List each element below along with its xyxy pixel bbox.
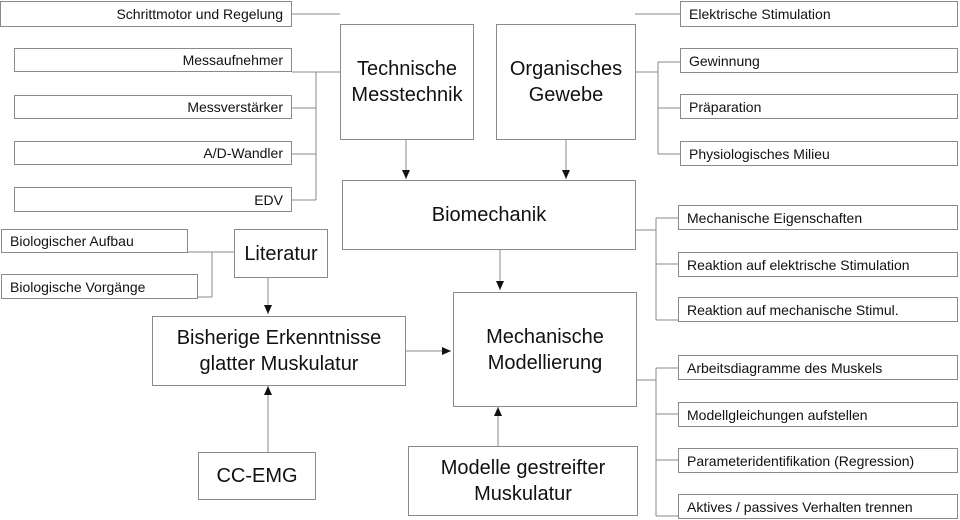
item-schrittmotor: Schrittmotor und Regelung (0, 1, 292, 27)
item-label: Aktives / passives Verhalten trennen (687, 498, 913, 515)
item-praeparation: Präparation (680, 94, 958, 119)
item-physiologisches-milieu: Physiologisches Milieu (680, 141, 958, 166)
node-technische-messtechnik: Technische Messtechnik (340, 24, 474, 140)
node-line: Mechanische (486, 325, 604, 348)
item-label: Messaufnehmer (182, 52, 283, 68)
item-label: Physiologisches Milieu (689, 145, 830, 162)
item-label: Modellgleichungen aufstellen (687, 406, 868, 423)
item-biologischer-aufbau: Biologischer Aufbau (1, 229, 188, 253)
node-line: Biomechanik (431, 204, 547, 226)
item-label: Elektrische Stimulation (689, 6, 831, 22)
item-label: Parameteridentifikation (Regression) (687, 452, 915, 469)
item-label: Reaktion auf mechanische Stimul. (687, 301, 899, 318)
item-label: Gewinnung (689, 52, 760, 69)
item-reaktion-elektrisch: Reaktion auf elektrische Stimulation (678, 252, 958, 277)
node-line: Organisches (509, 58, 623, 80)
item-elektrische-stimulation: Elektrische Stimulation (680, 1, 958, 27)
item-label: Präparation (689, 98, 762, 115)
node-literatur: Literatur (234, 229, 328, 278)
item-messverstaerker: Messverstärker (14, 95, 292, 119)
item-ad-wandler: A/D-Wandler (14, 141, 292, 165)
node-bisherige-erkenntnisse: Bisherige Erkenntnisse glatter Muskulatu… (152, 316, 406, 386)
item-modellgleichungen: Modellgleichungen aufstellen (678, 402, 958, 427)
item-messaufnehmer: Messaufnehmer (14, 48, 292, 72)
node-line: Muskulatur (474, 483, 572, 505)
item-label: Biologischer Aufbau (10, 233, 134, 249)
item-label: Mechanische Eigenschaften (687, 209, 863, 226)
item-mechanische-eigenschaften: Mechanische Eigenschaften (678, 205, 958, 230)
node-mechanische-modellierung: Mechanische Modellierung (453, 292, 637, 407)
item-reaktion-mechanisch: Reaktion auf mechanische Stimul. (678, 297, 958, 322)
item-label: Biologische Vorgänge (10, 278, 146, 295)
node-biomechanik: Biomechanik (342, 180, 636, 250)
node-line: Modellierung (487, 351, 603, 374)
node-line: Bisherige Erkenntnisse (176, 327, 382, 349)
item-edv: EDV (14, 187, 292, 212)
item-label: Messverstärker (187, 99, 283, 115)
node-line: Messtechnik (351, 84, 463, 106)
item-label: Schrittmotor und Regelung (116, 6, 283, 22)
item-label: Reaktion auf elektrische Stimulation (687, 256, 910, 273)
item-label: Arbeitsdiagramme des Muskels (687, 359, 883, 376)
item-label: A/D-Wandler (203, 145, 283, 161)
node-modelle-gestreifter: Modelle gestreifter Muskulatur (408, 446, 638, 516)
node-line: Modelle gestreifter (440, 457, 606, 479)
node-organisches-gewebe: Organisches Gewebe (496, 24, 636, 140)
item-aktives-passives: Aktives / passives Verhalten trennen (678, 494, 958, 519)
node-line: Literatur (244, 242, 318, 265)
node-line: Technische (356, 58, 458, 80)
node-line: Gewebe (528, 84, 604, 106)
item-gewinnung: Gewinnung (680, 48, 958, 73)
item-biologische-vorgaenge: Biologische Vorgänge (1, 274, 198, 299)
item-parameteridentifikation: Parameteridentifikation (Regression) (678, 448, 958, 473)
node-line: glatter Muskulatur (199, 353, 359, 375)
item-arbeitsdiagramme: Arbeitsdiagramme des Muskels (678, 355, 958, 380)
node-cc-emg: CC-EMG (198, 452, 316, 500)
item-label: EDV (254, 191, 283, 208)
node-line: CC-EMG (216, 465, 298, 487)
